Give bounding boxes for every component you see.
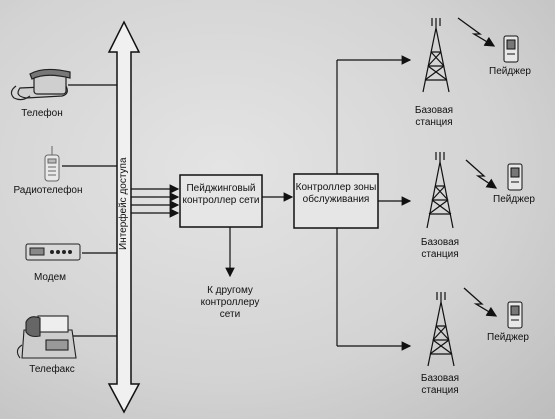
interface-to-controller-arrows <box>131 184 180 218</box>
pager-icon-3 <box>507 301 523 329</box>
pager-label-2: Пейджер <box>493 194 535 205</box>
modem-label: Модем <box>33 272 67 283</box>
paging-controller-box <box>179 174 263 228</box>
zone-controller-label: Контроллер зоны обслуживания <box>295 182 377 205</box>
radio-signal-icon-1 <box>457 17 496 47</box>
base-station-tower-icon-1 <box>422 18 450 93</box>
other-controller-label: К другому контроллеру сети <box>200 285 260 320</box>
base-station-label-1: Базовая станция <box>414 105 454 128</box>
radiotelephone-label: Радиотелефон <box>13 185 83 196</box>
telephone-label: Телефон <box>21 108 63 119</box>
base-station-label-3: Базовая станция <box>420 373 460 396</box>
access-interface-arrow <box>107 20 141 414</box>
pager-label-3: Пейджер <box>487 332 529 343</box>
fax-label: Телефакс <box>29 364 75 375</box>
telephone-icon <box>10 68 71 101</box>
base-station-label-2: Базовая станция <box>420 237 460 260</box>
pager-label-1: Пейджер <box>489 66 531 77</box>
pager-icon-2 <box>507 163 523 191</box>
access-interface-label: Интерфейс доступа <box>118 157 129 250</box>
modem-icon <box>25 243 81 261</box>
radio-signal-icon-2 <box>465 159 498 189</box>
radiotelephone-icon <box>44 146 60 182</box>
zone-to-stations-lines <box>336 55 412 351</box>
pager-icon-1 <box>503 35 519 63</box>
base-station-tower-icon-2 <box>426 152 454 229</box>
paging-controller-label: Пейджинговый контроллер сети <box>182 183 260 206</box>
zone-controller-box <box>293 173 379 229</box>
base-station-tower-icon-3 <box>427 292 455 367</box>
radio-signal-icon-3 <box>463 287 498 317</box>
fax-icon <box>16 315 77 359</box>
